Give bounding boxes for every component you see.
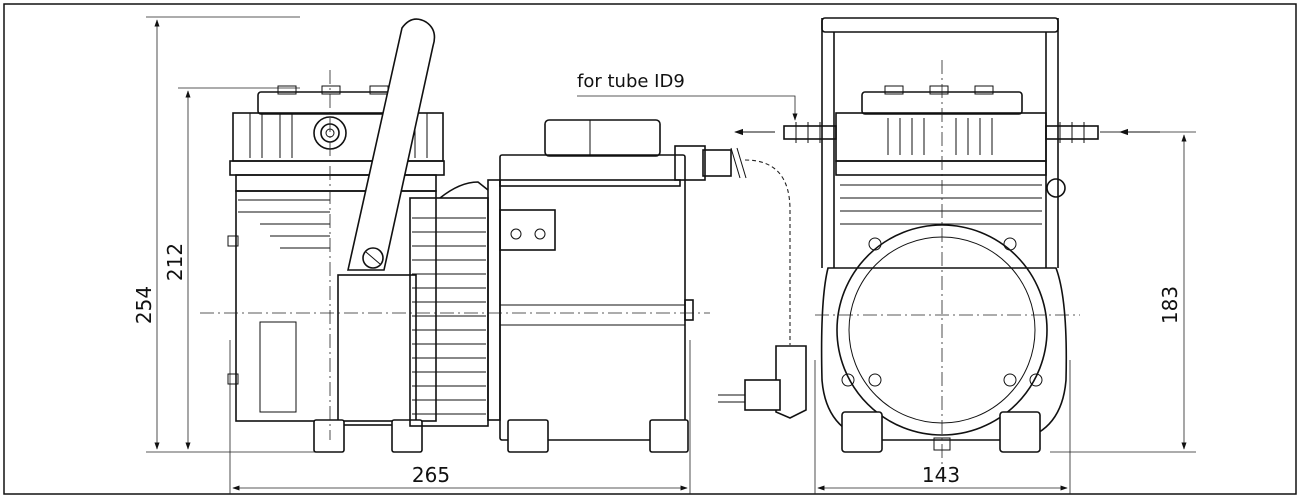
dim-height-total-label: 254 <box>132 286 156 324</box>
drawing-border <box>3 3 1297 495</box>
dim-width-side-label: 265 <box>412 463 450 487</box>
dim-width-front-label: 143 <box>922 463 960 487</box>
dim-height-outlet-label: 183 <box>1158 286 1182 324</box>
dimension-lines <box>146 16 1196 494</box>
front-view <box>783 17 1099 465</box>
dim-height-body-label: 212 <box>163 243 187 281</box>
side-view <box>200 18 807 453</box>
tube-annotation-label: for tube ID9 <box>577 71 685 92</box>
